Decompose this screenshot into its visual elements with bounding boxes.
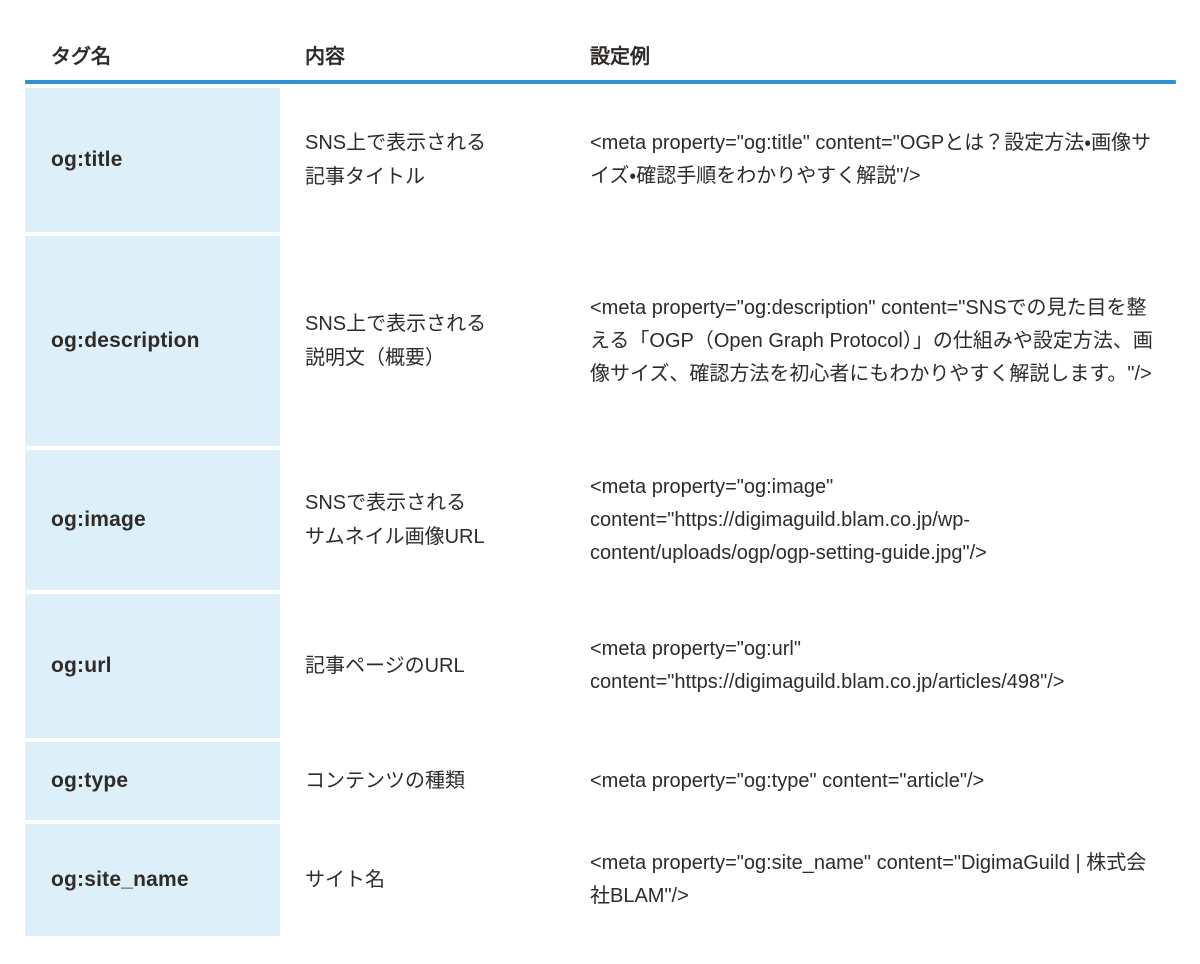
description-cell: コンテンツの種類: [305, 770, 465, 792]
tag-name-cell: og:title: [25, 88, 280, 232]
description-cell: SNSで表示される サムネイル画像URL: [305, 492, 485, 548]
column-header-example: 設定例: [590, 45, 650, 68]
tag-name-cell: og:description: [25, 236, 280, 446]
tag-name-cell: og:type: [25, 742, 280, 820]
example-code: <meta property="og:description" content=…: [590, 296, 1153, 385]
example-cell: <meta property="og:type" content="articl…: [590, 742, 1176, 820]
example-cell: <meta property="og:description" content=…: [590, 236, 1176, 446]
table-row: og:type コンテンツの種類 <meta property="og:type…: [25, 742, 1176, 820]
table-row: og:title SNS上で表示される 記事タイトル <meta propert…: [25, 88, 1176, 232]
example-cell: <meta property="og:image" content="https…: [590, 450, 1176, 590]
example-code: <meta property="og:site_name" content="D…: [590, 852, 1147, 907]
column-header-tag-name: タグ名: [51, 45, 111, 68]
example-code: <meta property="og:image" content="https…: [590, 475, 987, 564]
tag-name-cell: og:url: [25, 594, 280, 738]
example-code: <meta property="og:type" content="articl…: [590, 769, 985, 792]
example-code: <meta property="og:title" content="OGPとは…: [590, 132, 1152, 187]
tag-name-cell: og:image: [25, 450, 280, 590]
column-header-description: 内容: [305, 45, 345, 68]
ogp-meta-tags-table: タグ名 内容 設定例 og:title SNS上で表示される 記事タイトル <m…: [25, 32, 1176, 936]
example-code: <meta property="og:url" content="https:/…: [590, 638, 1065, 693]
table-row: og:image SNSで表示される サムネイル画像URL <meta prop…: [25, 450, 1176, 590]
description-cell: SNS上で表示される 説明文（概要）: [305, 313, 487, 369]
description-cell: 記事ページのURL: [305, 655, 465, 677]
table-row: og:url 記事ページのURL <meta property="og:url"…: [25, 594, 1176, 738]
header-divider-line: [25, 80, 1176, 84]
description-cell: サイト名: [305, 869, 385, 891]
example-cell: <meta property="og:site_name" content="D…: [590, 824, 1176, 936]
tag-name-cell: og:site_name: [25, 824, 280, 936]
example-cell: <meta property="og:url" content="https:/…: [590, 594, 1176, 738]
example-cell: <meta property="og:title" content="OGPとは…: [590, 88, 1176, 232]
table-header-row: タグ名 内容 設定例: [25, 32, 1176, 76]
table-row: og:description SNS上で表示される 説明文（概要） <meta …: [25, 236, 1176, 446]
description-cell: SNS上で表示される 記事タイトル: [305, 132, 487, 188]
table-row: og:site_name サイト名 <meta property="og:sit…: [25, 824, 1176, 936]
